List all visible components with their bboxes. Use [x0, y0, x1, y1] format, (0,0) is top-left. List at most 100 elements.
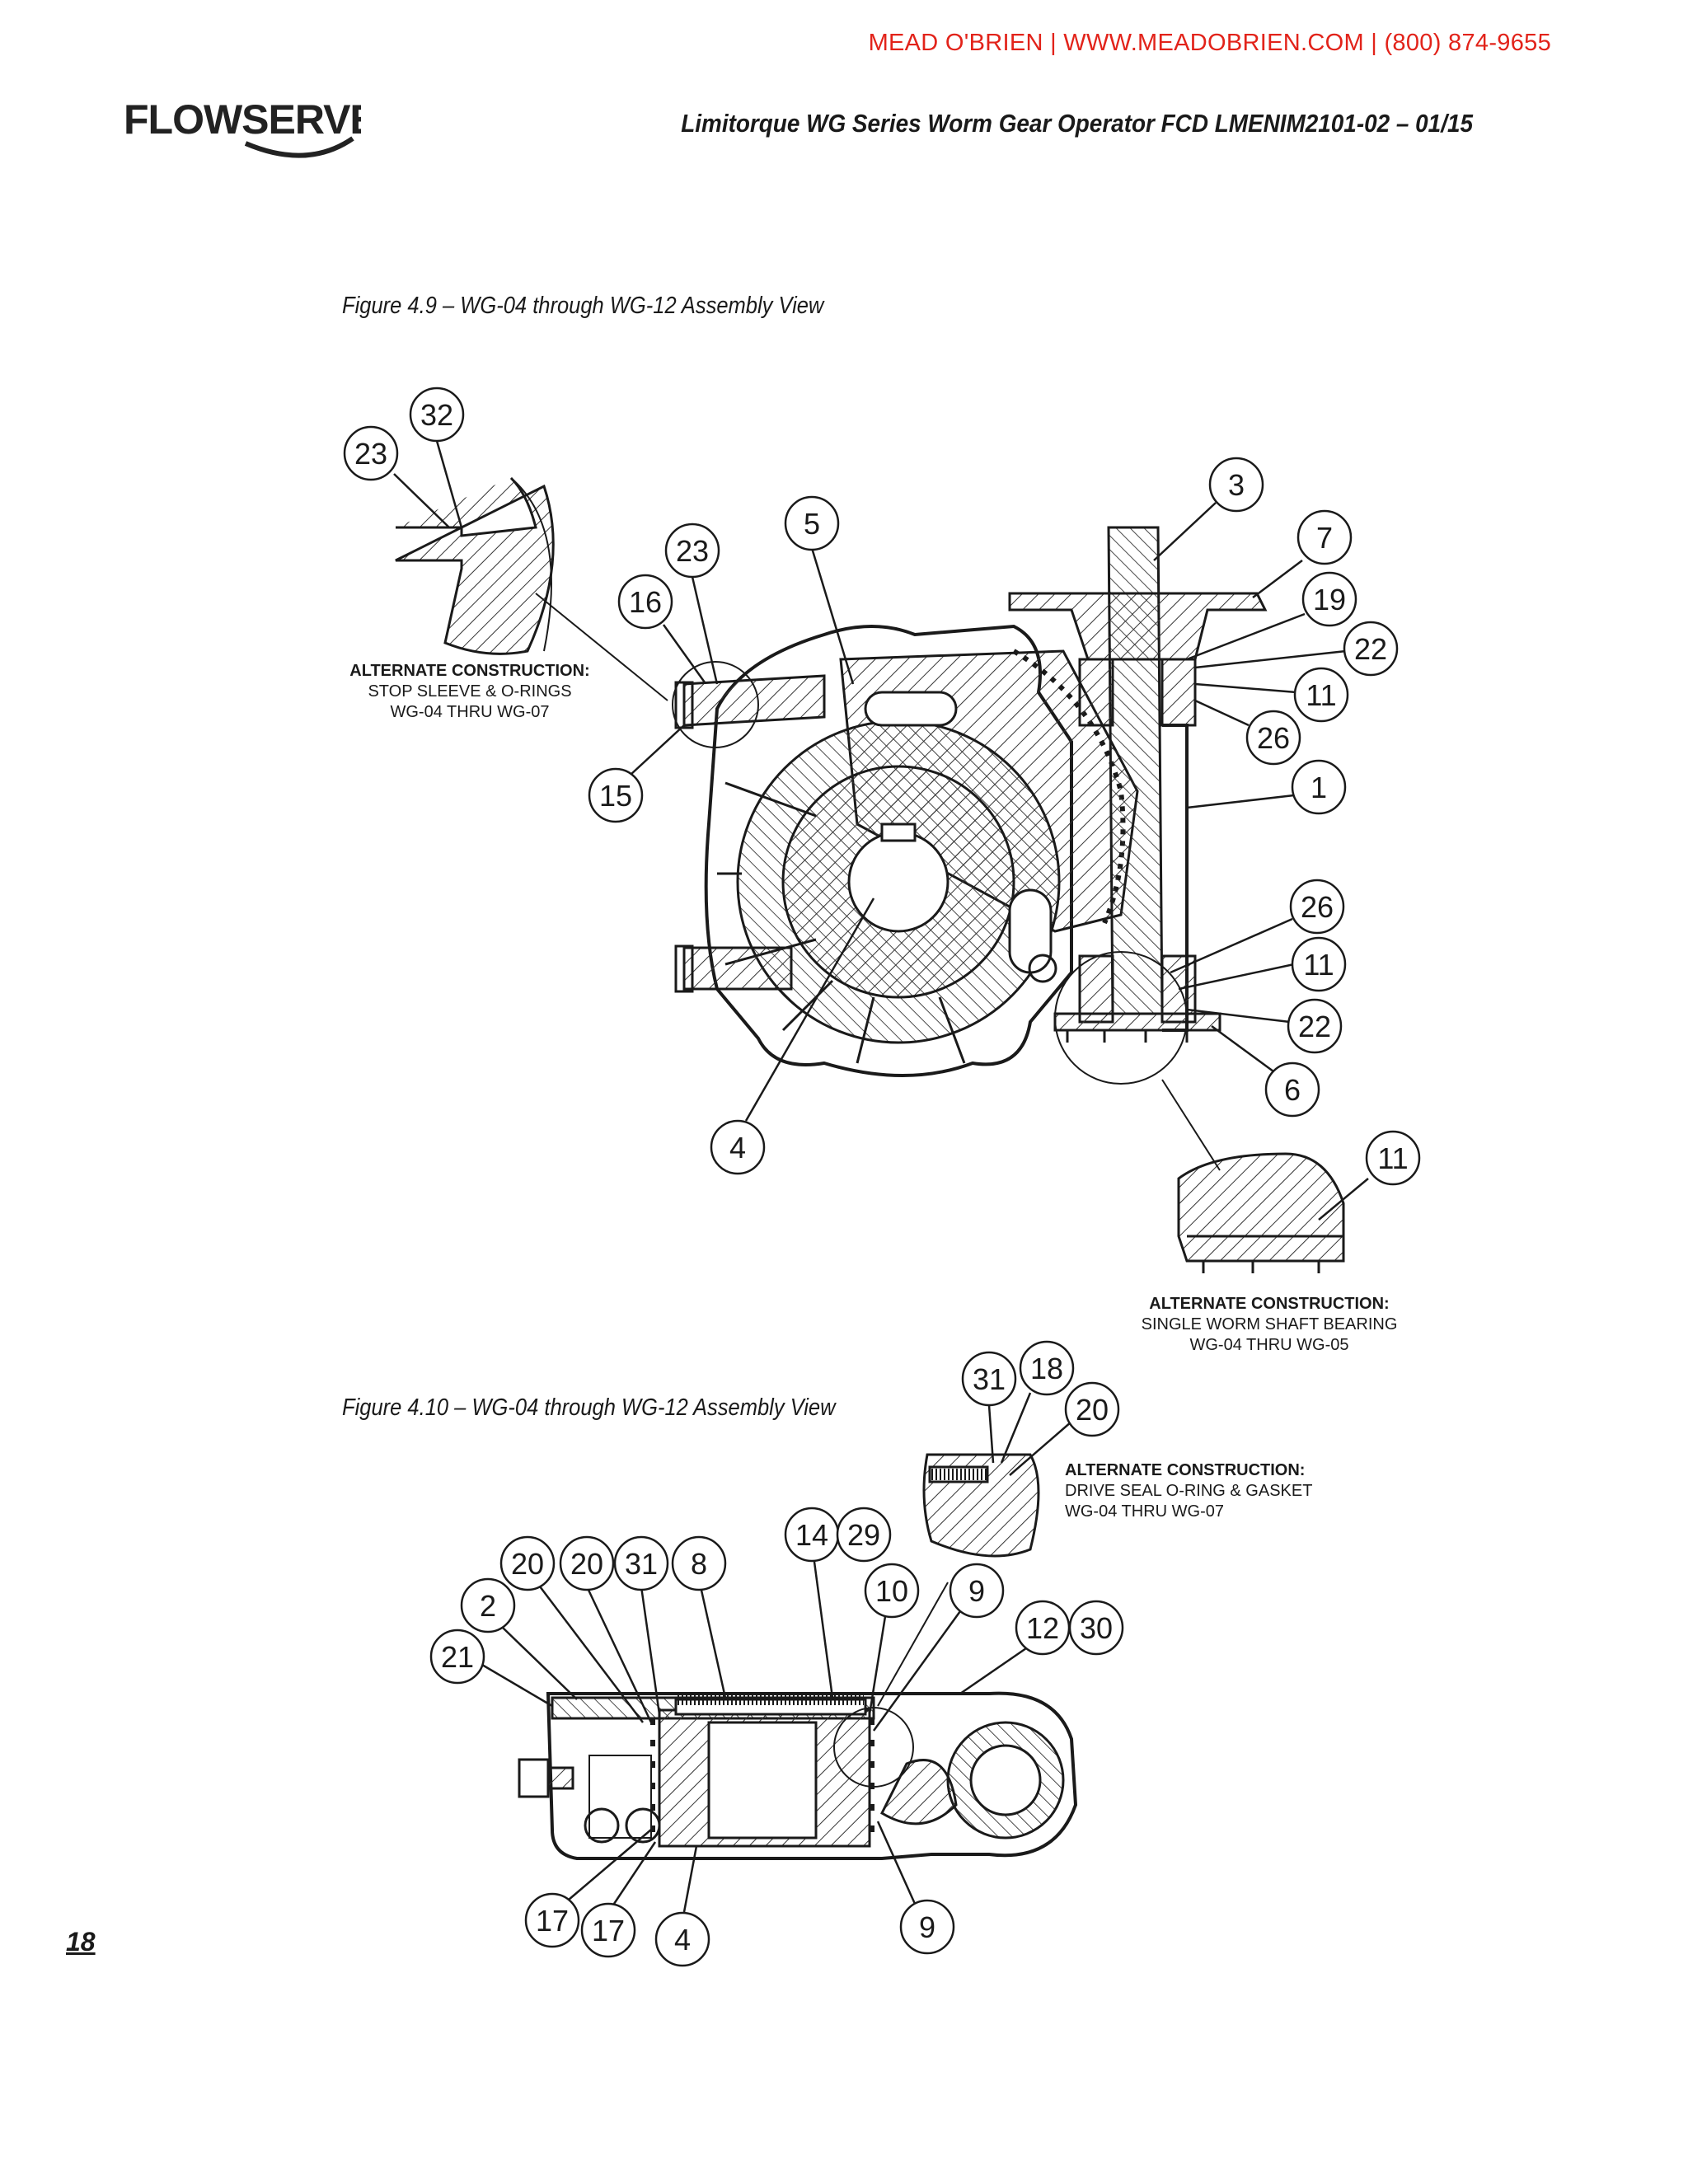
note-line: DRIVE SEAL O-RING & GASKET: [1065, 1482, 1313, 1500]
callout-20a: 20: [1009, 1381, 1120, 1476]
note-drive-seal: ALTERNATE CONSTRUCTION: DRIVE SEAL O-RIN…: [1065, 1460, 1337, 1522]
callout-16: 16: [617, 574, 706, 683]
callout-11c: 11: [1318, 1130, 1421, 1221]
svg-text:9: 9: [968, 1574, 985, 1608]
callout-2: 2: [460, 1577, 578, 1700]
svg-text:30: 30: [1080, 1611, 1113, 1645]
svg-text:20: 20: [1076, 1393, 1109, 1427]
svg-text:31: 31: [973, 1362, 1006, 1396]
figure-4-9-callouts: 32 23 5 23 16 15 3 7 19 22 11 26 1 26 11…: [343, 387, 1421, 1221]
callout-18: 18: [1000, 1340, 1075, 1464]
svg-text:3: 3: [1228, 468, 1245, 502]
note-line: WG-04 THRU WG-07: [390, 703, 550, 721]
svg-text:19: 19: [1313, 583, 1346, 616]
svg-text:11: 11: [1303, 948, 1334, 982]
note-line: STOP SLEEVE & O-RINGS: [368, 682, 572, 701]
svg-text:32: 32: [420, 398, 453, 432]
callout-14: 14: [784, 1507, 840, 1699]
callout-9a: 9: [872, 1563, 1005, 1732]
svg-text:26: 26: [1301, 890, 1334, 924]
svg-text:2: 2: [480, 1589, 496, 1623]
svg-text:8: 8: [691, 1547, 707, 1581]
figure-4-10-drawing: [518, 1453, 1078, 1860]
figure-4-9-drawing: [395, 476, 1345, 1273]
callout-12: 12: [959, 1600, 1071, 1695]
svg-text:10: 10: [875, 1574, 908, 1608]
note-single-worm-bearing: ALTERNATE CONSTRUCTION: SINGLE WORM SHAF…: [1125, 1294, 1414, 1356]
svg-text:20: 20: [570, 1547, 603, 1581]
svg-text:18: 18: [1030, 1352, 1063, 1385]
callout-19: 19: [1186, 571, 1357, 661]
callout-4a: 4: [710, 898, 875, 1175]
callout-11b: 11: [1178, 936, 1347, 992]
svg-text:26: 26: [1257, 721, 1290, 755]
svg-text:22: 22: [1354, 632, 1387, 666]
callout-1: 1: [1186, 759, 1347, 815]
svg-text:6: 6: [1284, 1073, 1301, 1107]
figure-4-10-callouts: 31 18 20 14 29 10 9 12 30 20 20 31 8 2 2…: [429, 1340, 1124, 1967]
callout-9b: 9: [876, 1821, 955, 1955]
svg-text:31: 31: [625, 1547, 658, 1581]
callout-30: 30: [1068, 1600, 1124, 1656]
figure-4-10-caption: Figure 4.10 – WG-04 through WG-12 Assemb…: [342, 1394, 836, 1421]
logo-swoosh-icon: FLOWSERVE: [124, 96, 377, 158]
callout-26a: 26: [1194, 699, 1301, 766]
svg-text:1: 1: [1311, 771, 1327, 804]
dealer-contact-line: MEAD O'BRIEN | WWW.MEADOBRIEN.COM | (800…: [868, 30, 1551, 56]
callout-17b: 17: [580, 1841, 657, 1958]
note-title: ALTERNATE CONSTRUCTION:: [1149, 1295, 1390, 1313]
callout-17a: 17: [524, 1829, 652, 1948]
svg-text:29: 29: [847, 1518, 880, 1552]
svg-text:7: 7: [1316, 521, 1333, 555]
note-title: ALTERNATE CONSTRUCTION:: [1065, 1461, 1306, 1479]
callout-32: 32: [409, 387, 465, 528]
note-line: WG-04 THRU WG-05: [1189, 1336, 1349, 1354]
svg-text:20: 20: [511, 1547, 544, 1581]
svg-text:17: 17: [592, 1914, 625, 1947]
svg-text:22: 22: [1298, 1010, 1331, 1043]
svg-text:12: 12: [1026, 1611, 1059, 1645]
callout-6: 6: [1211, 1024, 1320, 1118]
callout-29: 29: [836, 1507, 892, 1563]
svg-text:21: 21: [441, 1640, 474, 1674]
page-number: 18: [66, 1927, 96, 1957]
callout-3: 3: [1153, 457, 1264, 561]
callout-7: 7: [1252, 509, 1353, 598]
callout-31b: 31: [613, 1535, 669, 1715]
svg-text:5: 5: [804, 507, 820, 541]
svg-text:4: 4: [674, 1923, 691, 1957]
flowserve-logo: FLOWSERVE: [122, 91, 377, 173]
callout-20c: 20: [559, 1535, 653, 1723]
callout-23a: 23: [343, 425, 450, 528]
callout-20b: 20: [499, 1535, 644, 1723]
callout-21: 21: [429, 1629, 553, 1708]
note-title: ALTERNATE CONSTRUCTION:: [349, 662, 590, 680]
callout-26b: 26: [1170, 879, 1345, 974]
svg-text:14: 14: [795, 1518, 828, 1552]
note-stop-sleeve: ALTERNATE CONSTRUCTION: STOP SLEEVE & O-…: [326, 661, 614, 723]
note-line: SINGLE WORM SHAFT BEARING: [1141, 1315, 1398, 1333]
callout-23b: 23: [664, 523, 720, 685]
callout-8: 8: [671, 1535, 727, 1699]
svg-text:17: 17: [536, 1904, 569, 1938]
callout-4b: 4: [654, 1845, 710, 1967]
svg-text:11: 11: [1377, 1141, 1408, 1175]
document-title: Limitorque WG Series Worm Gear Operator …: [681, 109, 1473, 138]
logo-wordmark: FLOWSERVE: [124, 96, 361, 143]
callout-22a: 22: [1194, 621, 1399, 677]
svg-text:11: 11: [1306, 678, 1336, 712]
callout-31a: 31: [961, 1351, 1017, 1464]
note-line: WG-04 THRU WG-07: [1065, 1502, 1224, 1521]
svg-text:15: 15: [599, 779, 632, 813]
callout-22b: 22: [1186, 998, 1343, 1054]
svg-text:4: 4: [729, 1131, 746, 1165]
callout-5: 5: [784, 495, 855, 685]
figure-4-9-caption: Figure 4.9 – WG-04 through WG-12 Assembl…: [342, 293, 824, 319]
callout-10: 10: [864, 1563, 920, 1715]
svg-text:23: 23: [676, 534, 709, 568]
svg-text:16: 16: [629, 585, 662, 619]
svg-text:9: 9: [919, 1910, 935, 1944]
callout-11a: 11: [1194, 667, 1349, 723]
callout-15: 15: [588, 724, 685, 823]
